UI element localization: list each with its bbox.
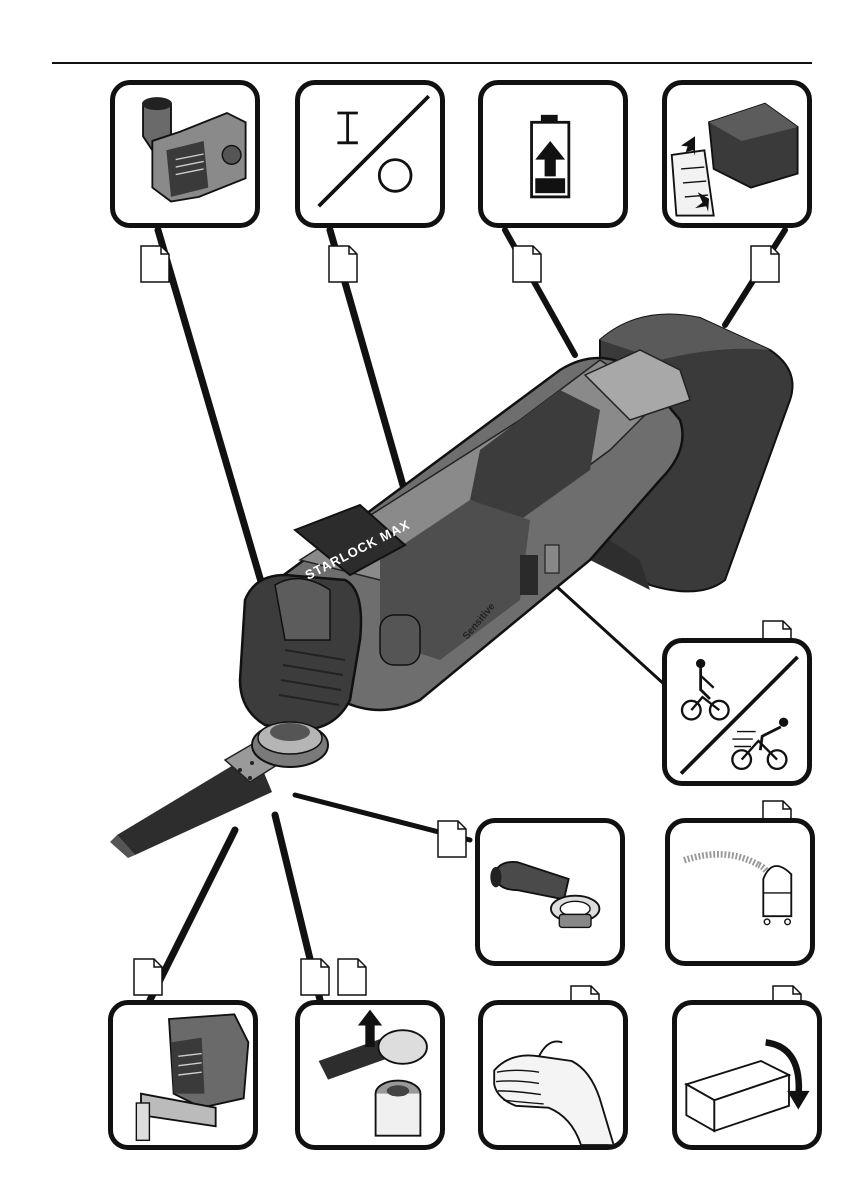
page-reference-10	[337, 958, 367, 996]
on-off-switch-panel	[295, 80, 445, 228]
page-reference-7	[437, 820, 467, 858]
page-reference-9	[300, 958, 330, 996]
extraction-adapter-icon	[480, 823, 620, 961]
page-reference-8	[133, 958, 163, 996]
page-reference-1	[140, 245, 170, 283]
battery-charge-icon	[483, 85, 623, 223]
blade-change-icon	[300, 1005, 440, 1145]
on-off-switch-icon	[300, 85, 440, 223]
battery-insert-panel	[662, 80, 812, 228]
packaging-box-panel	[672, 1000, 822, 1150]
dust-extraction-hood-panel	[110, 80, 260, 228]
speed-selection-cyclist-icon	[667, 643, 807, 781]
depth-stop-panel	[108, 1000, 258, 1150]
speed-selection-panel	[662, 638, 812, 786]
hand-vibration-icon	[483, 1005, 623, 1145]
vacuum-cleaner-panel	[665, 818, 815, 966]
extraction-adapter-panel	[475, 818, 625, 966]
depth-stop-icon	[113, 1005, 253, 1145]
battery-charge-panel	[478, 80, 628, 228]
packaging-box-icon	[677, 1005, 817, 1145]
blade-change-panel	[295, 1000, 445, 1150]
hand-vibration-panel	[478, 1000, 628, 1150]
battery-insert-icon	[667, 85, 807, 223]
page-reference-4	[750, 245, 780, 283]
vacuum-cleaner-icon	[670, 823, 810, 961]
page-reference-3	[512, 245, 542, 283]
dust-extraction-hood-icon	[115, 85, 255, 223]
page-reference-2	[328, 245, 358, 283]
